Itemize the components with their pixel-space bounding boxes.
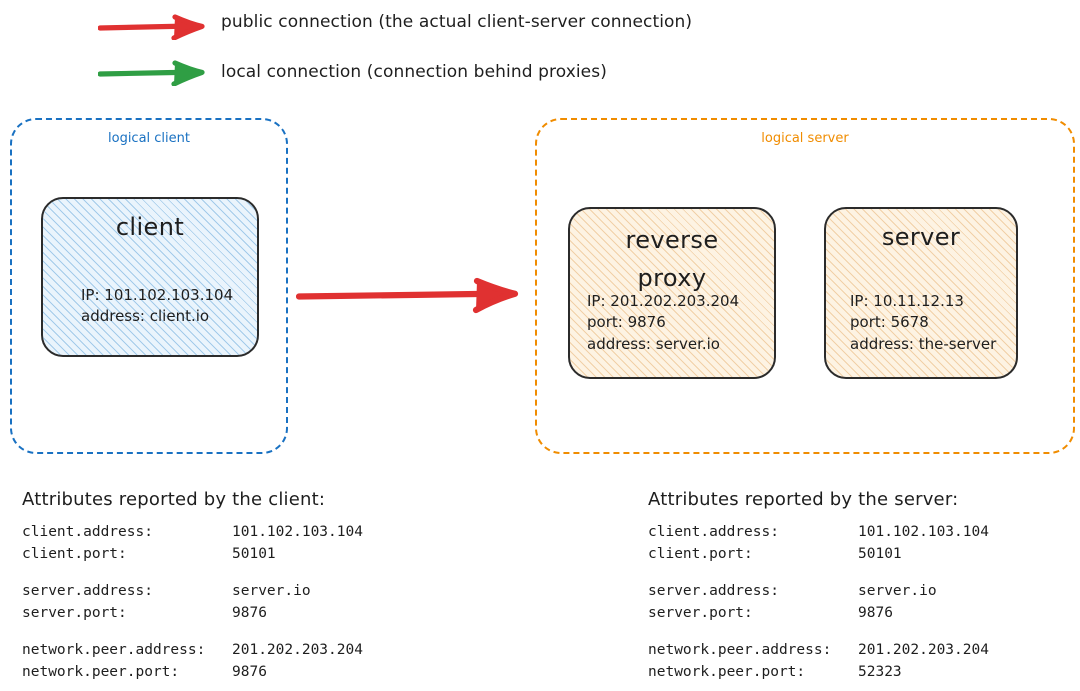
public-connection-arrow (296, 277, 519, 314)
table-row: network.peer.port: 9876 (22, 661, 363, 683)
table-row-spacer (22, 565, 363, 580)
attr-key: client.address: (648, 524, 779, 540)
node-client-props: IP: 101.102.103.104 address: client.io (81, 285, 233, 328)
table-row-spacer (648, 624, 989, 639)
table-row: client.address: 101.102.103.104 (22, 521, 363, 543)
node-client-title: client (115, 213, 185, 241)
logical-server-container (535, 118, 1075, 454)
node-reverse-proxy-prop-ip: IP: 201.202.203.204 (587, 292, 740, 310)
attr-value: 9876 (232, 605, 267, 622)
attr-key: client.port: (648, 546, 753, 563)
node-server-prop-port: port: 5678 (850, 313, 929, 332)
attributes-client-table: client.address: 101.102.103.104 client.p… (22, 521, 363, 683)
attr-value: 52323 (858, 664, 902, 681)
attr-key: server.port: (22, 605, 127, 622)
attr-key: client.port: (22, 546, 127, 563)
legend-label-public: public connection (the actual client-ser… (221, 12, 693, 32)
attributes-client-block: Attributes reported by the client: clien… (22, 489, 363, 683)
node-server-prop-ip: IP: 10.11.12.13 (850, 292, 964, 310)
table-row: client.port: 50101 (22, 543, 363, 565)
node-reverse-proxy-title: reverse proxy (570, 221, 774, 298)
attr-key: network.peer.address: (22, 642, 206, 659)
attr-value: 101.102.103.104 (858, 524, 989, 540)
server-hatch-pattern (826, 209, 1016, 377)
red-arrow-right-icon (98, 14, 205, 40)
reverse-proxy-hatch-pattern (570, 209, 774, 377)
table-row-spacer (648, 565, 989, 580)
table-row: server.address: server.io (648, 580, 989, 602)
legend-label-local: local connection (connection behind prox… (221, 62, 607, 82)
attributes-server-table: client.address: 101.102.103.104 client.p… (648, 521, 989, 683)
attr-value: 50101 (232, 546, 276, 563)
node-client-prop-address: address: client.io (81, 307, 210, 326)
table-row-spacer (22, 624, 363, 639)
client-hatch-pattern (43, 199, 257, 355)
logical-server-label: logical server (761, 131, 849, 146)
node-server-title: server (881, 223, 961, 251)
node-reverse-proxy-prop-port: port: 9876 (587, 313, 666, 332)
node-reverse-proxy-prop-address: address: server.io (587, 334, 720, 353)
attr-value: 201.202.203.204 (858, 642, 989, 659)
attributes-client-title: Attributes reported by the client: (22, 489, 326, 510)
node-server-prop-address: address: the-server (850, 334, 997, 353)
attributes-server-title: Attributes reported by the server: (648, 489, 959, 510)
table-row: client.port: 50101 (648, 543, 989, 565)
attributes-server-block: Attributes reported by the server: clien… (648, 489, 989, 683)
attr-key: network.peer.port: (22, 664, 180, 681)
node-reverse-proxy: reverse proxy IP: 201.202.203.204 port: … (568, 207, 776, 379)
table-row: network.peer.port: 52323 (648, 661, 989, 683)
table-row: network.peer.address: 201.202.203.204 (22, 639, 363, 661)
table-row: client.address: 101.102.103.104 (648, 521, 989, 543)
table-row: server.port: 9876 (648, 602, 989, 624)
attr-key: client.address: (22, 524, 153, 540)
attr-value: 9876 (858, 605, 893, 622)
node-server: server IP: 10.11.12.13 port: 5678 addres… (824, 207, 1018, 379)
attr-key: server.port: (648, 605, 753, 622)
attr-value: 101.102.103.104 (232, 524, 363, 540)
node-server-props: IP: 10.11.12.13 port: 5678 address: the-… (850, 291, 996, 355)
attr-key: network.peer.port: (648, 664, 806, 681)
attr-value: server.io (232, 583, 311, 600)
node-client-prop-ip: IP: 101.102.103.104 (81, 286, 234, 304)
logical-client-label: logical client (108, 131, 190, 146)
node-reverse-proxy-props: IP: 201.202.203.204 port: 9876 address: … (587, 291, 739, 355)
attr-value: 9876 (232, 664, 267, 681)
logical-client-container (10, 118, 288, 454)
node-reverse-proxy-title-line1: reverse (625, 226, 719, 254)
attr-key: network.peer.address: (648, 642, 832, 659)
attr-value: server.io (858, 583, 937, 600)
attr-value: 50101 (858, 546, 902, 563)
attr-key: server.address: (648, 583, 779, 600)
node-reverse-proxy-title-line2: proxy (637, 264, 707, 293)
table-row: server.address: server.io (22, 580, 363, 602)
attr-key: server.address: (22, 583, 153, 600)
table-row: network.peer.address: 201.202.203.204 (648, 639, 989, 661)
green-arrow-right-icon (98, 60, 205, 86)
table-row: server.port: 9876 (22, 602, 363, 624)
attr-value: 201.202.203.204 (232, 642, 363, 659)
node-client: client IP: 101.102.103.104 address: clie… (41, 197, 259, 357)
